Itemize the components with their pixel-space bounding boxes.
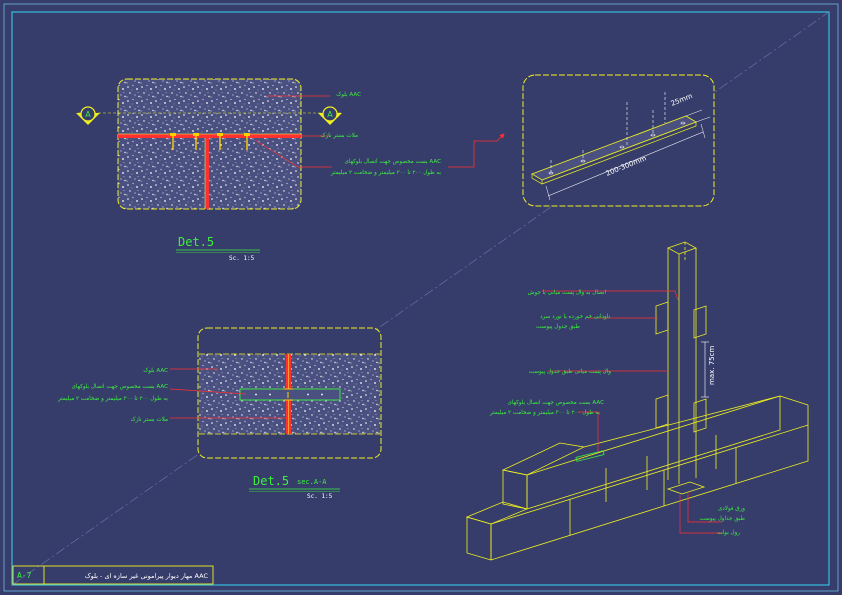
title-block: A-7 مهار دیوار پیرامونی غیر سازه ای - بل…	[12, 565, 214, 585]
detail-2-section: بلوک AAC بست مخصوص جهت اتصال بلوکهای AAC…	[57, 327, 382, 459]
clip-detail: 200-300mm 25mm	[522, 74, 715, 207]
section-marker-label: A	[85, 110, 91, 119]
iso-bent-label-1: ناودانی خم خورده یا نورد سرد	[540, 314, 610, 320]
d2-mortar-label: ملات بستر نازک	[131, 417, 168, 423]
sheet-title: مهار دیوار پیرامونی غیر سازه ای - بلوک A…	[85, 572, 209, 580]
outer-frame	[3, 3, 839, 592]
d1-mortar-label: ملات بستر نازک	[321, 133, 358, 139]
detail-1-title-text: Det.5	[178, 235, 214, 249]
d1-clip-label-2: به طول ۲۰۰ تا ۳۰۰ میلیمتر و ضخامت ۲ میلی…	[330, 170, 441, 176]
iso-plate-label-2: طبق جداول پیوست	[700, 516, 746, 522]
iso-clip-label-2: به طول ۲۰۰ تا ۳۰۰ میلیمتر و ضخامت ۲ میلی…	[489, 410, 600, 416]
drawing-frame	[11, 11, 830, 586]
isometric-view	[465, 241, 809, 561]
iso-clip	[575, 450, 605, 462]
iso-post-label: وال پست میانی طبق جدول پیوست	[529, 369, 611, 375]
d1-block-label: بلوک AAC	[336, 92, 361, 98]
section-marker-left: A	[76, 106, 343, 125]
iso-bent-label-2: طبق جدول پیوست	[536, 324, 580, 330]
detail-1-title: Det.5 Sc. 1:5	[176, 235, 260, 262]
detail-1-elevation: A A بلوک AAC ملات بستر نازک بست مخصوص جه…	[76, 78, 505, 210]
d2-clip-label-2: به طول ۲۰۰ تا ۳۰۰ میلیمتر و ضخامت ۲ میلی…	[57, 396, 168, 402]
iso-plate-label-1: ورق فولادی	[718, 506, 745, 512]
d2-clip-label-1: بست مخصوص جهت اتصال بلوکهای AAC	[71, 383, 168, 390]
height-dimension: max. 75cm	[708, 346, 716, 385]
detail-2-scale: Sc. 1:5	[307, 493, 333, 500]
section-marker-right: A	[318, 106, 342, 125]
iso-bolt-label: رول بولت	[717, 530, 740, 536]
detail-2-section-label: sec.A-A	[297, 478, 327, 486]
d2-block-label: بلوک AAC	[143, 368, 168, 374]
iso-clip-label-1: بست مخصوص جهت اتصال بلوکهای AAC	[507, 399, 604, 406]
sheet-code: A-7	[17, 571, 32, 580]
iso-weld-label: اتصال به وال پست میانی با جوش	[528, 290, 607, 296]
d1-clip-label-1: بست مخصوص جهت اتصال بلوکهای AAC	[344, 158, 441, 165]
detail-1-scale: Sc. 1:5	[229, 255, 255, 262]
detail-2-title: Det.5 sec.A-A Sc. 1:5	[249, 474, 340, 500]
detail-2-title-text: Det.5	[253, 474, 289, 488]
section-marker-label: A	[327, 110, 333, 119]
iso-leaders	[542, 290, 722, 534]
